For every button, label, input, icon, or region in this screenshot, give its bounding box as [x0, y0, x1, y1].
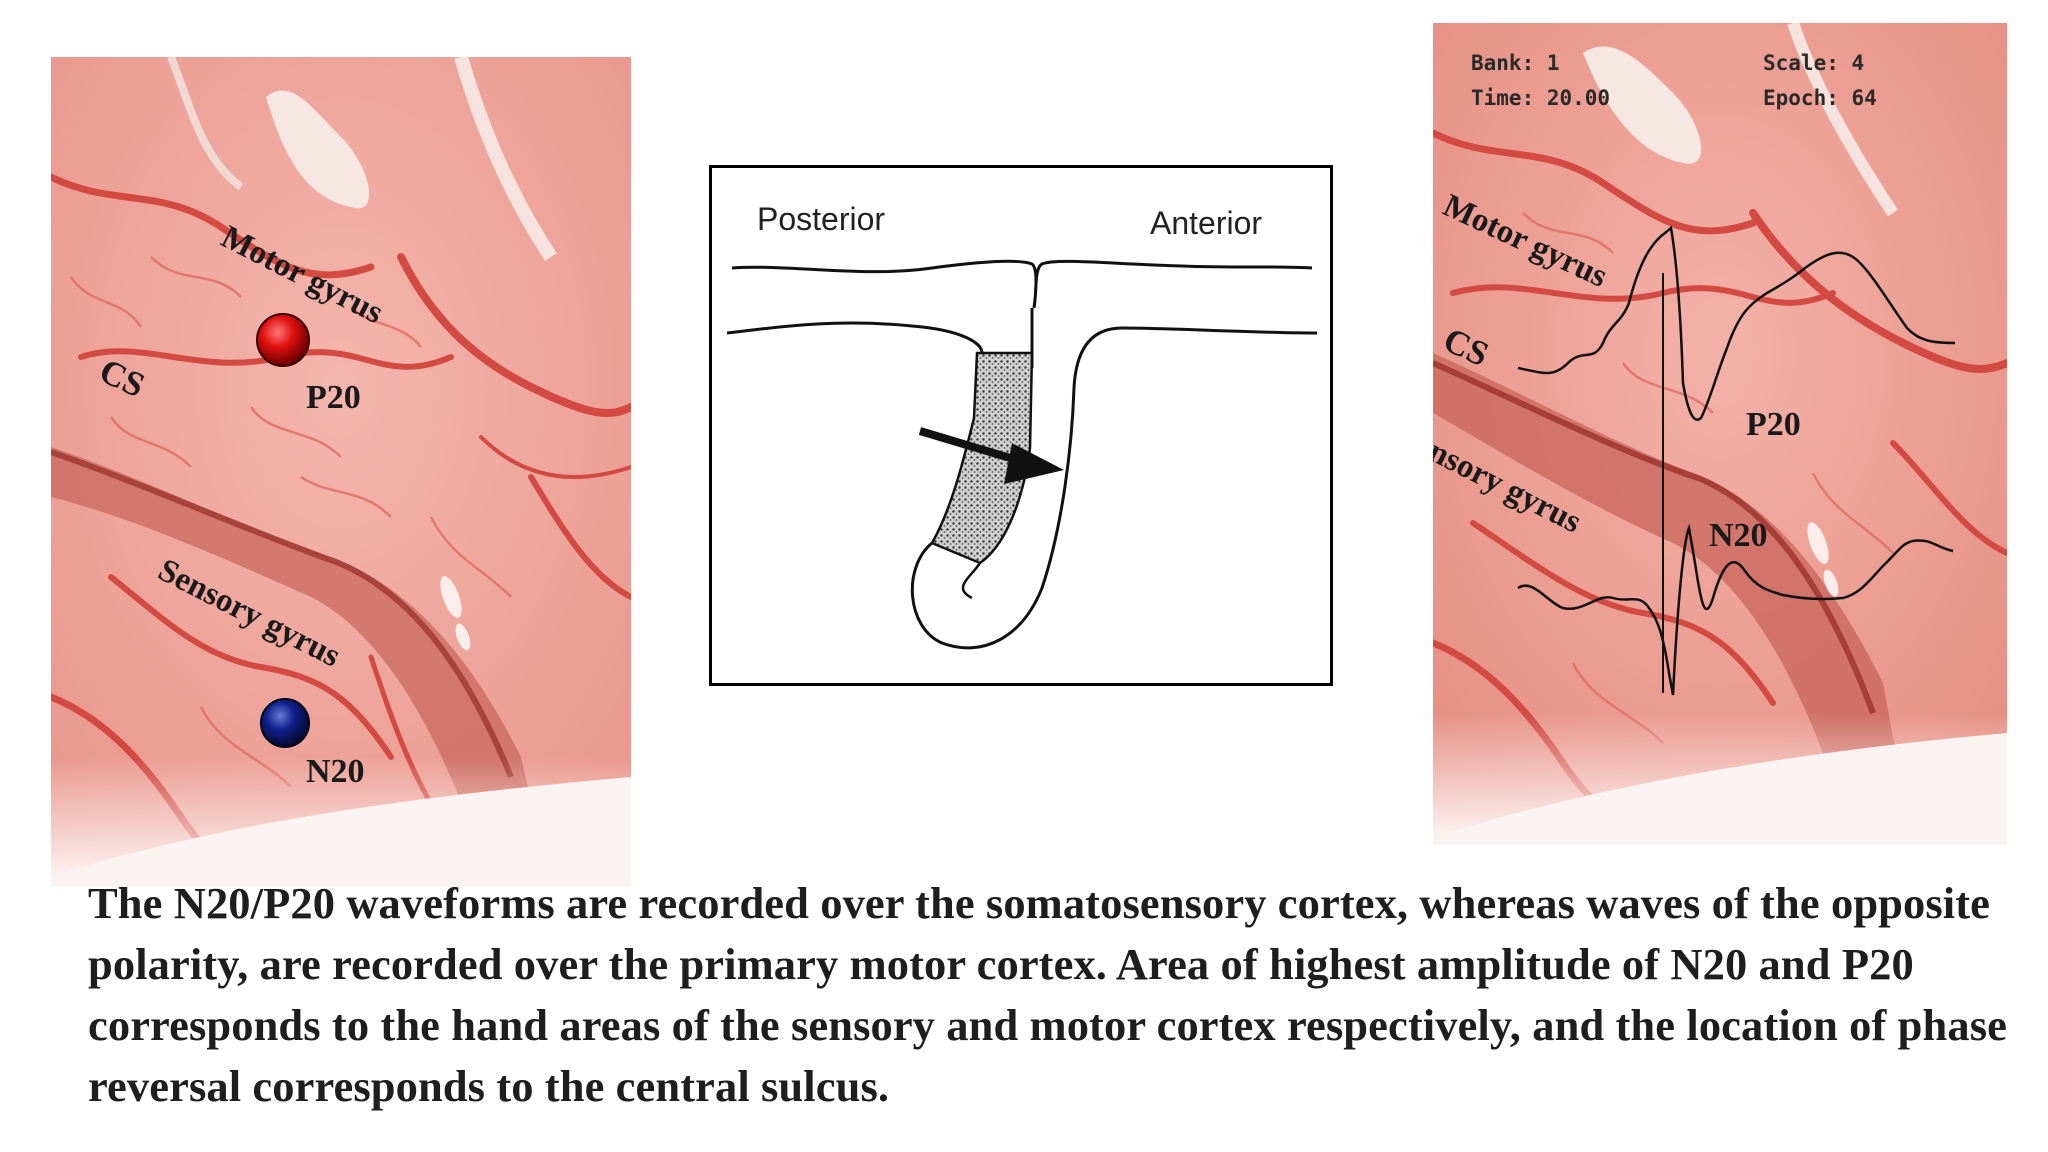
left-n20-label: N20 [306, 753, 365, 790]
time-readout: Time: 20.00 [1471, 86, 1610, 110]
scale-readout: Scale: 4 [1763, 51, 1864, 75]
right-p20-label: P20 [1746, 406, 1801, 443]
sulcus-drawing: Posterior Anterior [726, 201, 1318, 650]
sensory-waveform [1517, 523, 1954, 696]
anterior-label: Anterior [1150, 205, 1262, 241]
p20-electrode-dot [256, 313, 310, 367]
right-cortex-photo: Bank: 1 Time: 20.00 Scale: 4 Epoch: 64 M… [1433, 23, 2007, 845]
left-cortex-image: Motor gyrus CS P20 Sensory gyrus N20 [51, 57, 631, 887]
left-cortex-photo: Motor gyrus CS P20 Sensory gyrus N20 [51, 57, 631, 887]
right-n20-label: N20 [1709, 517, 1768, 554]
posterior-label: Posterior [757, 201, 885, 237]
motor-waveform [1517, 225, 1956, 421]
epoch-readout: Epoch: 64 [1763, 86, 1877, 110]
sulcus-diagram: Posterior Anterior [709, 165, 1333, 686]
right-cortex-image: Bank: 1 Time: 20.00 Scale: 4 Epoch: 64 M… [1433, 23, 2007, 845]
left-p20-label: P20 [306, 379, 361, 416]
dipole-arrow [918, 427, 1064, 484]
bank-readout: Bank: 1 [1471, 51, 1560, 75]
figure-caption: The N20/P20 waveforms are recorded over … [88, 878, 2007, 1111]
n20-electrode-dot [260, 698, 310, 748]
